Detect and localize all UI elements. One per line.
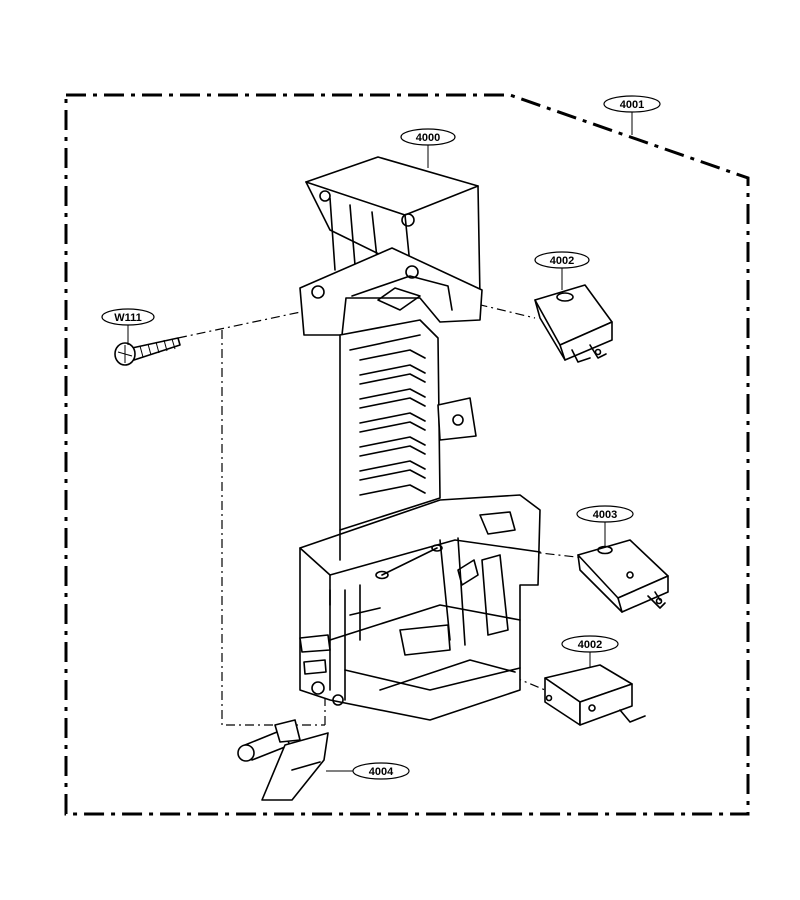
label-4003: 4003 xyxy=(576,505,634,523)
label-4004-text: 4004 xyxy=(369,766,394,778)
door-lever xyxy=(237,719,329,801)
label-w111-text: W111 xyxy=(114,312,142,324)
leader-lines xyxy=(127,112,633,772)
latch-frame xyxy=(299,156,541,721)
label-4000: 4000 xyxy=(400,128,456,146)
assembly-boundary xyxy=(64,93,750,816)
label-4002-lower-text: 4002 xyxy=(578,639,602,651)
micro-switch-lower xyxy=(544,664,646,726)
label-4002-upper: 4002 xyxy=(534,251,590,269)
micro-switch-upper xyxy=(534,284,613,363)
label-4002-upper-text: 4002 xyxy=(550,255,574,267)
label-4004: 4004 xyxy=(352,762,410,780)
vent-slats xyxy=(359,349,426,496)
label-w111: W111 xyxy=(101,308,155,326)
label-4003-text: 4003 xyxy=(593,509,617,521)
label-4000-text: 4000 xyxy=(416,132,440,144)
screw xyxy=(114,337,181,366)
label-4001: 4001 xyxy=(603,95,661,113)
label-4002-lower: 4002 xyxy=(561,635,619,653)
micro-switch-middle xyxy=(577,539,669,613)
label-4001-text: 4001 xyxy=(620,99,644,111)
